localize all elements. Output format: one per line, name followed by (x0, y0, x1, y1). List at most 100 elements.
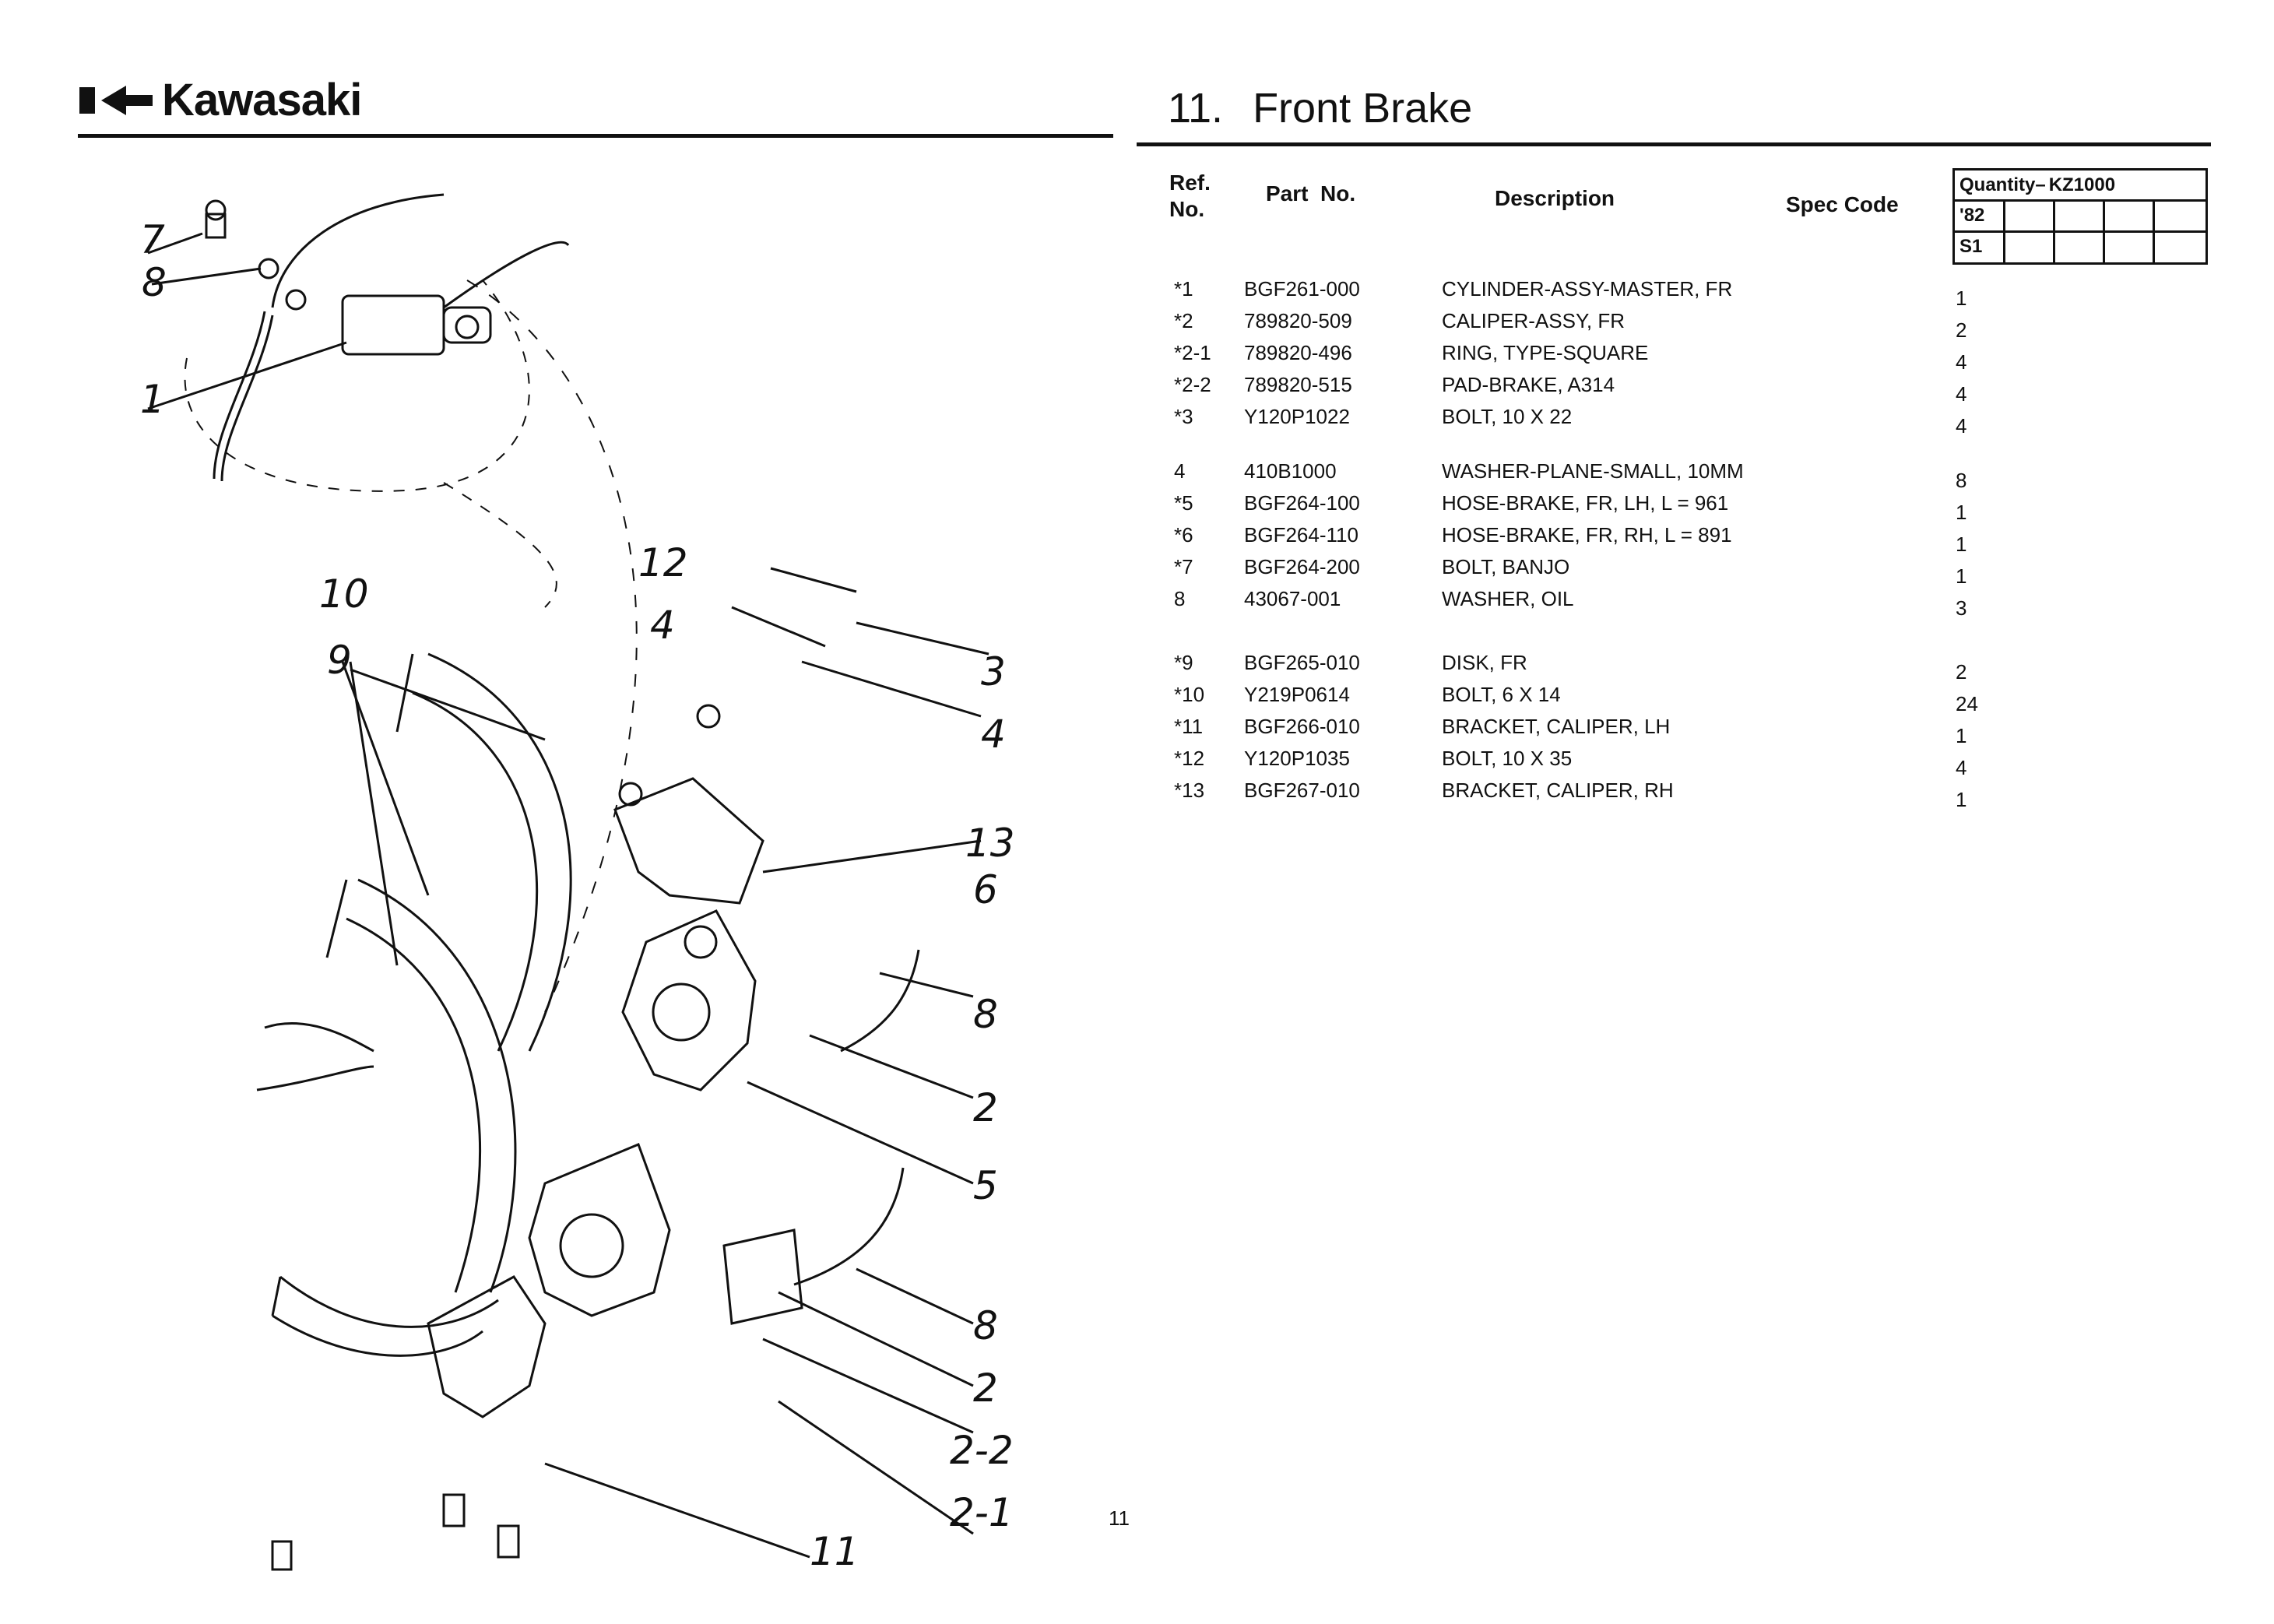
quantity-divider (2103, 202, 2105, 262)
cell-ref: *1 (1174, 277, 1193, 301)
callout-label: 4 (650, 603, 675, 648)
cell-qty: 1 (1956, 724, 1967, 747)
cell-ref: *2-1 (1174, 341, 1211, 364)
callout-label: 3 (981, 649, 1006, 694)
cell-part: 789820-515 (1244, 373, 1352, 396)
callout-label: 9 (327, 638, 352, 683)
cell-desc: BOLT, BANJO (1442, 555, 1570, 578)
brand-logo: Kawasaki (78, 74, 362, 126)
col-header-spec-code: Spec Code (1786, 192, 1899, 216)
cell-qty: 4 (1956, 756, 1967, 779)
section-title: 11. Front Brake (1168, 84, 1472, 132)
cell-qty: 3 (1956, 596, 1967, 620)
quantity-divider (2003, 202, 2005, 262)
quantity-box: Quantity–KZ1000 '82 S1 (1952, 168, 2208, 265)
callout-label: 13 (965, 821, 1015, 866)
callout-label: 8 (973, 992, 998, 1037)
cell-ref: *11 (1174, 715, 1204, 738)
model-label: KZ1000 (2048, 174, 2116, 195)
cell-qty: 1 (1956, 788, 1967, 811)
section-number: 11. (1168, 85, 1224, 132)
callout-label: 8 (142, 260, 167, 305)
cell-part: 43067-001 (1244, 587, 1341, 610)
cell-desc: BOLT, 10 X 22 (1442, 405, 1573, 428)
cell-qty: 1 (1956, 286, 1967, 310)
cell-qty: 24 (1956, 692, 1978, 715)
cell-qty: 8 (1956, 469, 1967, 492)
section-name: Front Brake (1253, 85, 1473, 132)
callout-label: 12 (638, 540, 688, 585)
brand-name: Kawasaki (162, 75, 362, 125)
cell-ref: 8 (1174, 587, 1186, 610)
quantity-year-row: '82 (1955, 202, 2205, 233)
cell-ref: *3 (1174, 405, 1193, 428)
header-rule-right (1137, 142, 2211, 146)
cell-part: 789820-496 (1244, 341, 1352, 364)
cell-desc: BRACKET, CALIPER, RH (1442, 779, 1674, 802)
cell-part: Y120P1022 (1244, 405, 1350, 428)
callout-label: 4 (981, 712, 1006, 757)
callout-label: 11 (810, 1529, 859, 1573)
cell-part: BGF264-100 (1244, 491, 1360, 515)
cell-desc: HOSE-BRAKE, FR, RH, L = 891 (1442, 523, 1732, 547)
cell-ref: *5 (1174, 491, 1193, 515)
cell-part: BGF267-010 (1244, 779, 1360, 802)
kawasaki-river-mark-icon (78, 81, 156, 120)
cell-qty: 4 (1956, 382, 1967, 406)
cell-ref: *7 (1174, 555, 1193, 578)
cell-desc: RING, TYPE-SQUARE (1442, 341, 1649, 364)
cell-ref: *2-2 (1174, 373, 1211, 396)
callout-label: 2 (973, 1366, 998, 1411)
callout-label: 2 (973, 1085, 998, 1130)
cell-desc: CYLINDER-ASSY-MASTER, FR (1442, 277, 1733, 301)
cell-part: 410B1000 (1244, 459, 1337, 483)
cell-ref: *2 (1174, 309, 1193, 332)
cell-ref: *13 (1174, 779, 1205, 802)
cell-ref: *6 (1174, 523, 1193, 547)
callout-label: 2-2 (950, 1428, 1014, 1473)
cell-qty: 2 (1956, 318, 1967, 342)
quantity-code-row: S1 (1955, 233, 2205, 264)
cell-part: Y120P1035 (1244, 747, 1350, 770)
cell-part: BGF264-200 (1244, 555, 1360, 578)
cell-desc: BOLT, 6 X 14 (1442, 683, 1561, 706)
cell-qty: 4 (1956, 350, 1967, 374)
callout-label: 5 (973, 1163, 998, 1208)
cell-part: BGF264-110 (1244, 523, 1358, 547)
quantity-title: Quantity–KZ1000 (1955, 170, 2205, 202)
cell-part: BGF261-000 (1244, 277, 1360, 301)
cell-desc: PAD-BRAKE, A314 (1442, 373, 1615, 396)
cell-qty: 1 (1956, 564, 1967, 588)
cell-qty: 2 (1956, 660, 1967, 684)
page-number: 11 (1109, 1506, 1130, 1530)
cell-qty: 4 (1956, 414, 1967, 438)
callout-label: 6 (973, 867, 998, 912)
header-rule-left (78, 134, 1113, 138)
cell-desc: BRACKET, CALIPER, LH (1442, 715, 1671, 738)
quantity-divider (2153, 202, 2155, 262)
year-label: '82 (1959, 205, 1985, 226)
cell-ref: *10 (1174, 683, 1205, 706)
quantity-divider (2053, 202, 2055, 262)
cell-ref: *12 (1174, 747, 1205, 770)
cell-desc: BOLT, 10 X 35 (1442, 747, 1573, 770)
col-header-ref: Ref. No. (1169, 170, 1211, 221)
code-label: S1 (1959, 236, 1983, 257)
cell-part: Y219P0614 (1244, 683, 1350, 706)
cell-desc: CALIPER-ASSY, FR (1442, 309, 1626, 332)
cell-ref: *9 (1174, 651, 1193, 674)
callout-label: 1 (140, 377, 165, 422)
callout-label: 7 (140, 217, 165, 262)
col-header-description: Description (1495, 186, 1615, 210)
quantity-label: Quantity– (1959, 174, 2046, 195)
front-brake-exploded-diagram: 7 8 1 10 9 12 4 3 4 13 6 8 2 5 8 2 2-2 2… (140, 193, 1015, 1573)
cell-ref: 4 (1174, 459, 1186, 483)
callout-label: 2-1 (950, 1490, 1014, 1535)
cell-desc: DISK, FR (1442, 651, 1527, 674)
cell-desc: WASHER-PLANE-SMALL, 10MM (1442, 459, 1744, 483)
cell-part: BGF265-010 (1244, 651, 1360, 674)
callout-label: 8 (973, 1303, 998, 1348)
cell-desc: WASHER, OIL (1442, 587, 1574, 610)
cell-part: BGF266-010 (1244, 715, 1360, 738)
col-header-part: Part No. (1266, 181, 1356, 206)
